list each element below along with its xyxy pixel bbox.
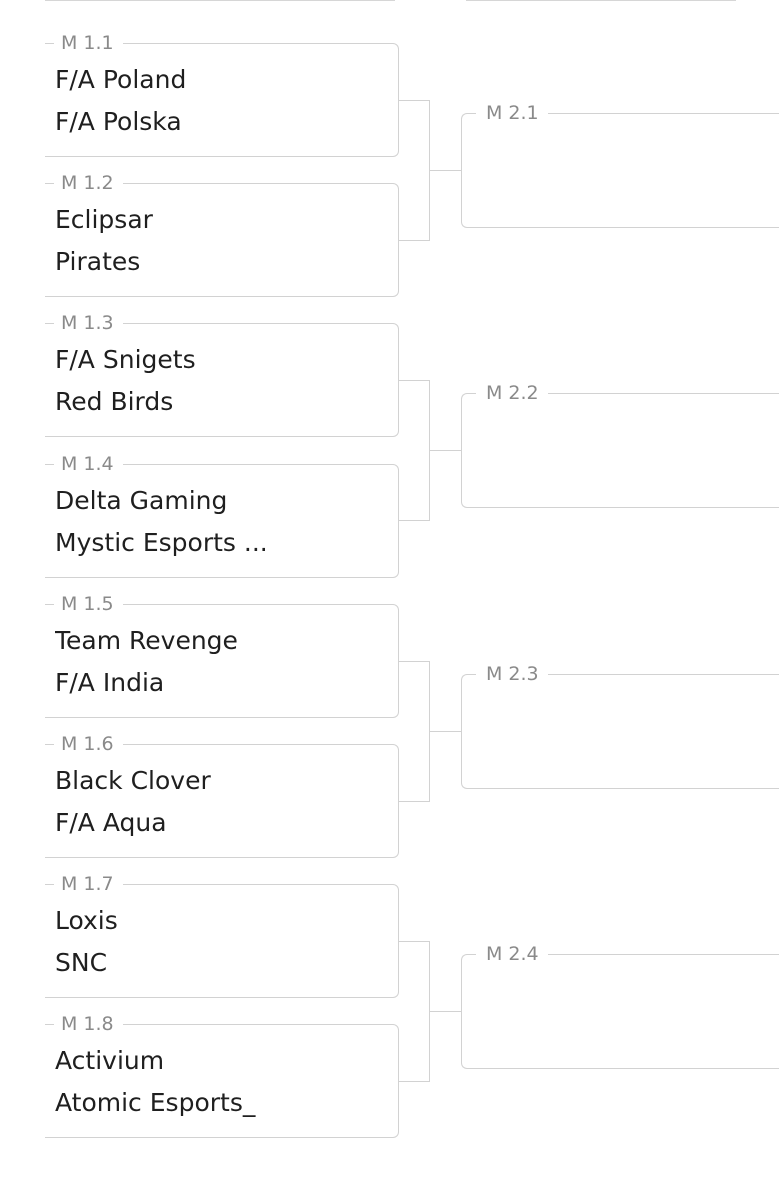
team-name[interactable]: SNC xyxy=(55,948,108,977)
team-name[interactable]: Red Birds xyxy=(55,387,174,416)
match-card[interactable]: M 1.2 Eclipsar Pirates xyxy=(45,171,399,297)
bracket-connector-line xyxy=(430,731,461,732)
match-card[interactable]: M 1.3 F/A Snigets Red Birds xyxy=(45,311,399,437)
team-name[interactable]: Loxis xyxy=(55,906,118,935)
team-name[interactable]: Mystic Esports ... xyxy=(55,528,268,557)
team-name[interactable]: F/A Snigets xyxy=(55,345,196,374)
team-name[interactable]: F/A Aqua xyxy=(55,808,167,837)
previous-match-bottom-border xyxy=(45,0,395,1)
match-label: M 2.3 xyxy=(476,662,548,686)
team-name[interactable]: Pirates xyxy=(55,247,141,276)
bracket-connector xyxy=(399,100,430,241)
match-label: M 1.5 xyxy=(45,592,123,616)
team-name[interactable]: F/A Polska xyxy=(55,107,182,136)
match-card[interactable]: M 1.4 Delta Gaming Mystic Esports ... xyxy=(45,452,399,578)
bracket-connector xyxy=(399,380,430,521)
match-card[interactable]: M 2.1 xyxy=(461,101,779,228)
bracket-connector-line xyxy=(430,1011,461,1012)
match-card[interactable]: M 1.1 F/A Poland F/A Polska xyxy=(45,31,399,157)
match-label: M 2.1 xyxy=(476,101,548,125)
match-card[interactable]: M 2.4 xyxy=(461,942,779,1069)
team-name[interactable]: Delta Gaming xyxy=(55,486,228,515)
team-name[interactable]: Eclipsar xyxy=(55,205,153,234)
match-card[interactable]: M 1.7 Loxis SNC xyxy=(45,872,399,998)
team-name[interactable]: Activium xyxy=(55,1046,165,1075)
team-name[interactable]: Black Clover xyxy=(55,766,211,795)
team-name[interactable]: F/A India xyxy=(55,668,165,697)
match-card[interactable]: M 1.5 Team Revenge F/A India xyxy=(45,592,399,718)
match-label: M 1.7 xyxy=(45,872,123,896)
match-label: M 1.3 xyxy=(45,311,123,335)
match-label: M 1.1 xyxy=(45,31,123,55)
match-card[interactable]: M 2.2 xyxy=(461,381,779,508)
match-card[interactable]: M 1.6 Black Clover F/A Aqua xyxy=(45,732,399,858)
match-label: M 2.2 xyxy=(476,381,548,405)
team-name[interactable]: Atomic Esports_ xyxy=(55,1088,256,1117)
match-label: M 1.2 xyxy=(45,171,123,195)
match-label: M 1.4 xyxy=(45,452,123,476)
match-label: M 1.8 xyxy=(45,1012,123,1036)
match-label: M 2.4 xyxy=(476,942,548,966)
previous-match-bottom-border xyxy=(466,0,736,1)
match-card[interactable]: M 1.8 Activium Atomic Esports_ xyxy=(45,1012,399,1138)
match-card[interactable]: M 2.3 xyxy=(461,662,779,789)
match-label: M 1.6 xyxy=(45,732,123,756)
bracket-connector xyxy=(399,941,430,1082)
team-name[interactable]: Team Revenge xyxy=(55,626,238,655)
team-name[interactable]: F/A Poland xyxy=(55,65,187,94)
bracket-connector-line xyxy=(430,170,461,171)
bracket-connector xyxy=(399,661,430,802)
bracket-connector-line xyxy=(430,450,461,451)
